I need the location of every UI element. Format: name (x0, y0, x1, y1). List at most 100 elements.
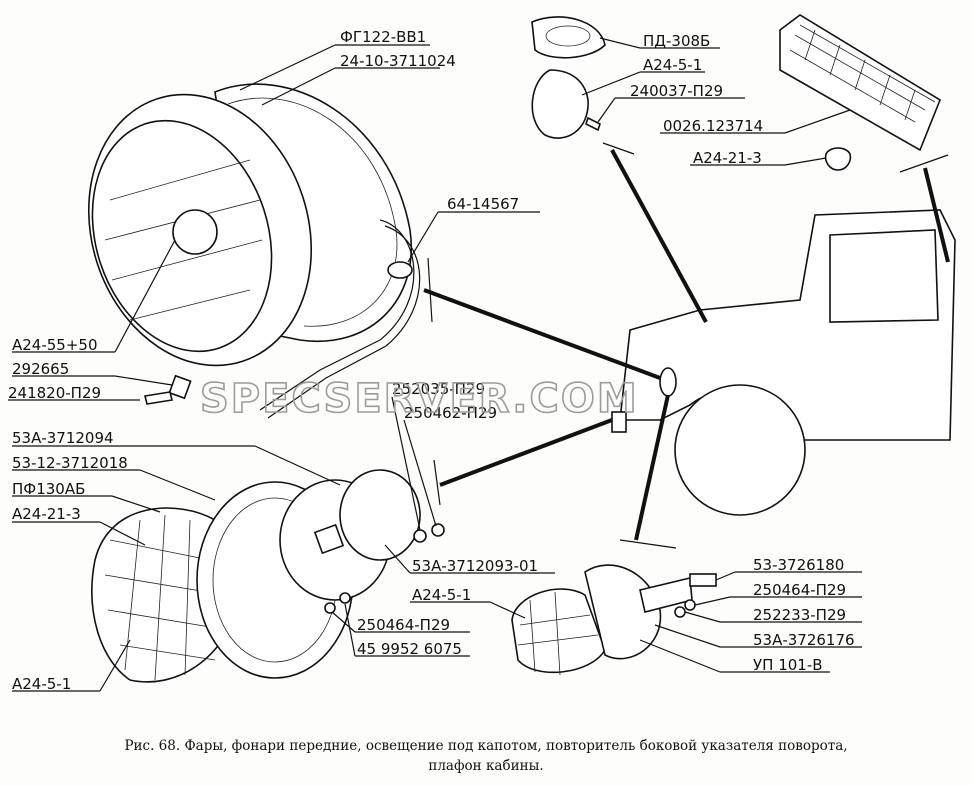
leader-up101-diag (639, 639, 721, 673)
side-repeater-lens-pattern (517, 591, 599, 676)
label-53123712018: 53-12-3712018 (12, 454, 128, 472)
label-250464-left: 250464-П29 (357, 616, 450, 634)
leader-240037-diag (597, 97, 616, 123)
label-up101: УП 101-В (753, 656, 823, 674)
leader-53a3726176-diag (654, 624, 721, 648)
cut-mark-4 (433, 459, 441, 506)
cut-mark-3 (899, 154, 949, 173)
pointer-front-lamp (439, 418, 613, 487)
leader-2410-diag (261, 67, 336, 106)
label-a2451-bottom: А24-5-1 (12, 675, 71, 693)
leader-fg122-diag (239, 44, 336, 91)
headlight-gasket-inner (227, 97, 398, 327)
pointer-headlight (423, 288, 661, 380)
label-6414567: 64-14567 (447, 195, 519, 213)
front-lamp-assembly (91, 469, 445, 683)
leader-a245550-diag (114, 239, 176, 353)
side-repeater-assembly (511, 564, 717, 676)
underhood-lamp-bulb (531, 69, 589, 139)
headlight-wire-harness-2 (267, 225, 421, 419)
cab-window (829, 229, 939, 323)
side-repeater-body (639, 577, 693, 613)
label-250462: 250462-П29 (404, 404, 497, 422)
nut-252035 (413, 529, 427, 543)
leader-252035 (391, 396, 421, 531)
figure-caption-line1: Рис. 68. Фары, фонари передние, освещени… (124, 738, 847, 754)
label-241820: 241820-П29 (8, 384, 101, 402)
leader-459952-diag (344, 603, 356, 657)
label-53a371209301: 53А-3712093-01 (412, 557, 538, 575)
side-repeater-on-cab (659, 367, 677, 397)
pointer-underhood (610, 149, 708, 323)
label-2410: 24-10-3711024 (340, 52, 456, 70)
headlight-assembly (87, 83, 421, 419)
leader-53a3712094-diag (254, 445, 341, 486)
nut-250462 (431, 523, 445, 537)
cut-mark-5 (619, 539, 677, 549)
leader-250464-left-diag (331, 611, 356, 633)
truck-cab (611, 209, 956, 516)
front-wheel (674, 384, 806, 516)
underhood-lamp-base (531, 16, 606, 59)
underhood-lamp-socket (545, 25, 591, 47)
leader-53a371209301-diag (384, 544, 411, 574)
cut-mark-2 (602, 142, 635, 155)
leader-0026-diag (784, 109, 851, 134)
nut-252233 (674, 606, 686, 618)
leader-a2451-mid-diag (489, 601, 526, 619)
watermark: SPECSERVER.COM (200, 376, 639, 422)
label-a2451-top: А24-5-1 (643, 56, 702, 74)
label-pf130: ПФ130АБ (12, 480, 85, 498)
label-fg122: ФГ122-ВВ1 (340, 28, 426, 46)
cut-mark-1 (427, 257, 433, 323)
nut-250464-left (324, 602, 336, 614)
dome-lamp-grid (789, 24, 936, 123)
pointer-repeater (634, 394, 670, 541)
leader-a2451-bottom-diag (99, 639, 131, 692)
bracket-292665 (168, 374, 192, 400)
label-240037: 240037-П29 (630, 82, 723, 100)
label-252233: 252233-П29 (753, 606, 846, 624)
side-repeater-lens (511, 588, 606, 674)
label-250464-right: 250464-П29 (753, 581, 846, 599)
label-a2451-mid: А24-5-1 (412, 586, 471, 604)
dome-lamp-diffuser (779, 14, 941, 152)
dome-lamp-bulb (824, 147, 852, 171)
cab-dome-lamp (779, 14, 941, 171)
nut-459952 (339, 592, 351, 604)
pointer-dome (923, 167, 950, 263)
label-459952: 45 9952 6075 (357, 640, 462, 658)
underhood-lamp-screw (585, 116, 601, 132)
front-lamp-socket (313, 523, 345, 555)
label-53a3712094: 53А-3712094 (12, 429, 114, 447)
underhood-lamp (531, 16, 606, 139)
headlight-bulb (172, 209, 218, 255)
screw-241820 (144, 391, 173, 405)
label-a245550: А24-55+50 (12, 336, 98, 354)
front-lamp-lens-pattern (104, 514, 229, 681)
connector-53-3726180 (689, 573, 717, 587)
label-533726180: 53-3726180 (753, 556, 844, 574)
leader-53123712018-diag (139, 469, 216, 501)
leader-292665-diag (114, 375, 173, 386)
leader-a2451-top-diag (581, 71, 641, 96)
headlight-wire-harness (259, 219, 415, 411)
leader-a24213-top-diag (784, 157, 827, 166)
label-53a3726176: 53А-3726176 (753, 631, 855, 649)
leader-pf130-diag (111, 495, 161, 513)
nut-250464-right (684, 599, 696, 611)
figure-caption-line2: плафон кабины. (428, 758, 543, 774)
leader-lines (8, 37, 862, 692)
leader-252233-diag (684, 611, 721, 623)
label-a24213-left: А24-21-3 (12, 505, 81, 523)
leader-a24213-left-diag (99, 521, 146, 546)
pointer-lines (423, 142, 950, 549)
label-252035: 252035-П29 (392, 380, 485, 398)
leader-6414567-diag (407, 211, 439, 263)
label-0026: 0026.123714 (663, 117, 763, 135)
side-repeater-gasket (584, 564, 662, 660)
leader-250462 (403, 419, 437, 527)
front-lamp-base (339, 469, 421, 561)
wire-grommet (387, 261, 413, 279)
